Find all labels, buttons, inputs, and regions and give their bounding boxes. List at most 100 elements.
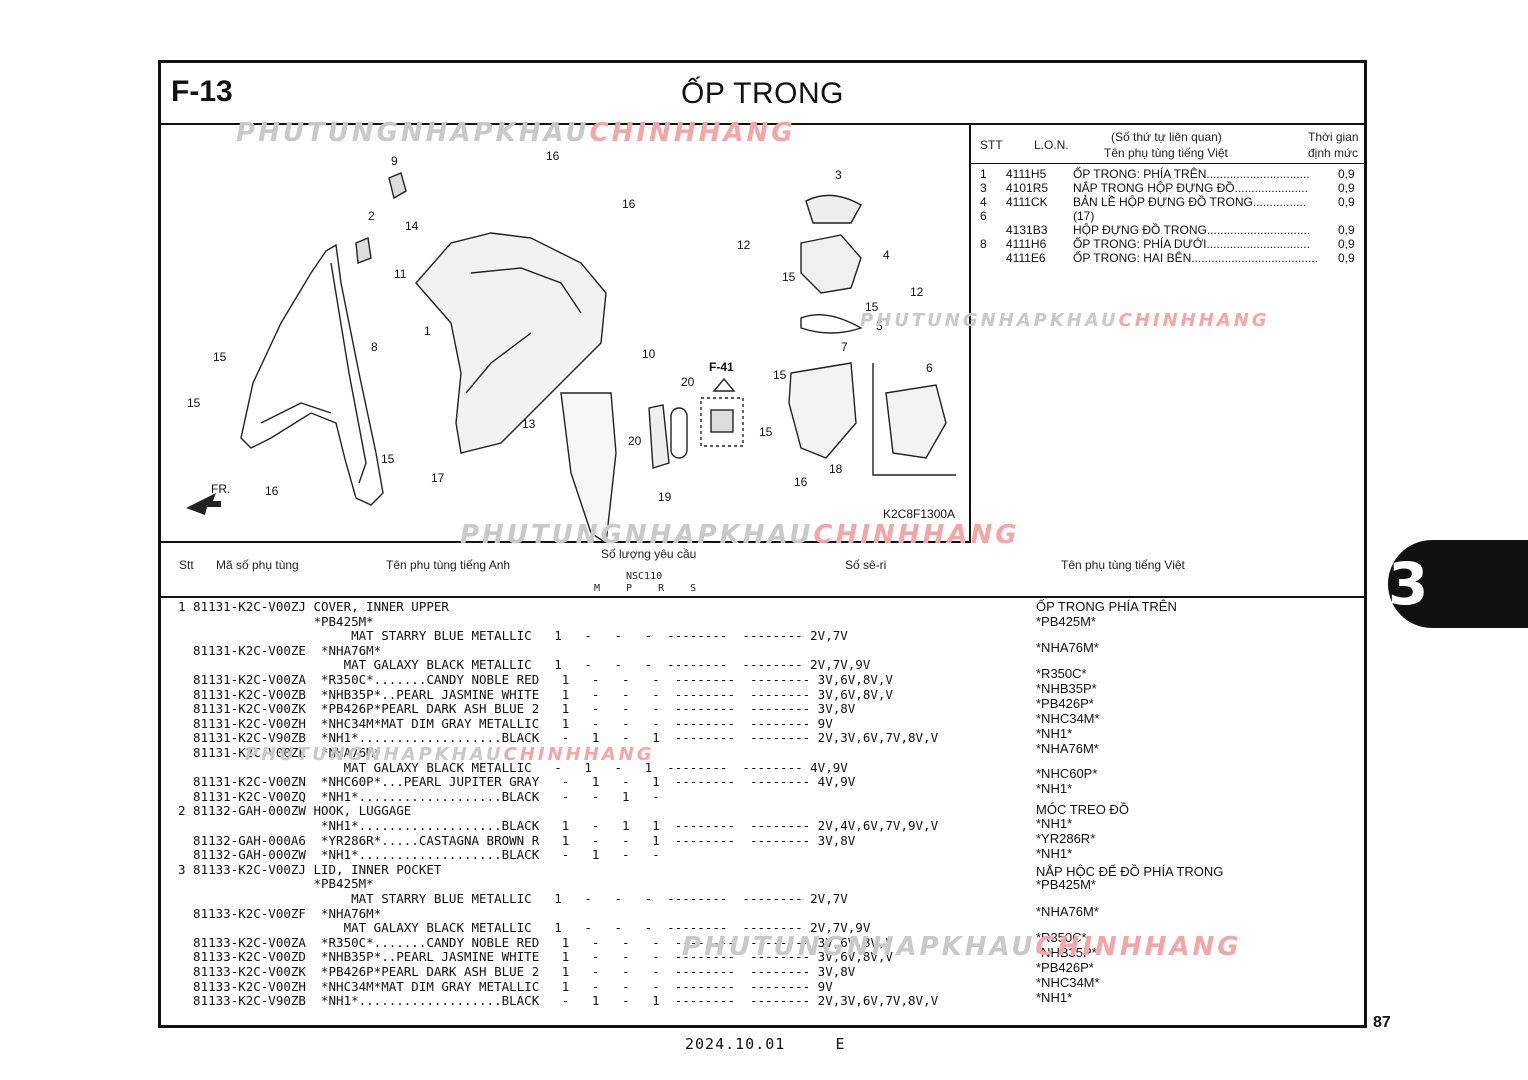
vi-name-line: *NHC34M* (1036, 975, 1100, 990)
callout-number: 2 (368, 209, 375, 223)
labor-cell-name: BẢN LỀ HỘP ĐỰNG ĐỒ TRONG................ (1073, 195, 1307, 209)
parts-line: MAT STARRY BLUE METALLIC 1 - - - -------… (178, 628, 848, 644)
vi-name-line: *PB426P* (1036, 696, 1094, 711)
labor-cell-name: NẮP TRONG HỘP ĐỰNG ĐỒ...................… (1073, 181, 1308, 195)
callout-number: 20 (681, 375, 695, 389)
col-name-bottom: Tên phụ tùng tiếng Việt (1104, 146, 1228, 160)
labor-cell-name: (17) (1073, 209, 1095, 223)
labor-cell-name: HỘP ĐỰNG ĐỒ TRONG.......................… (1073, 223, 1311, 237)
labor-cell-stt: 1 (980, 167, 987, 181)
col-stt: STT (980, 138, 1003, 152)
callout-number: 14 (405, 219, 419, 233)
section-code: F-13 (171, 75, 233, 108)
col-serial-header: Số sê-ri (845, 558, 887, 572)
vi-name-line: *R350C* (1036, 930, 1087, 945)
parts-line: 81132-GAH-000ZW *NH1*...................… (178, 847, 660, 863)
labor-time-table: STT L.O.N. (Số thứ tự liên quan) Tên phụ… (971, 123, 1367, 543)
callout-number: 16 (546, 149, 560, 163)
footer-date: 2024.10.01 E (685, 1035, 846, 1053)
parts-line: 3 81133-K2C-V00ZJ LID, INNER POCKET (178, 861, 442, 877)
labor-cell-time: 0,9 (1338, 195, 1355, 209)
page-title: ỐP TRONG (681, 77, 844, 110)
callout-number: 12 (910, 285, 924, 299)
callout-number: 8 (371, 340, 378, 354)
vi-name-line: ỐP TRONG PHÍA TRÊN (1036, 599, 1177, 614)
labor-cell-lon: 4111H6 (1006, 237, 1047, 251)
page-header: F-13 ỐP TRONG (161, 63, 1364, 125)
labor-cell-stt: 6 (980, 209, 987, 223)
col-partno-header: Mã số phụ tùng (216, 558, 299, 572)
labor-cell-lon: 4111E6 (1006, 251, 1046, 265)
col-name-top: (Số thứ tự liên quan) (1111, 130, 1222, 144)
section-tab: 3 (1388, 540, 1528, 628)
callout-number: 15 (759, 425, 773, 439)
vi-name-line: *R350C* (1036, 666, 1087, 681)
watermark: PHUTUNGNHAPKHAUCHINHHANG (860, 310, 1270, 331)
labor-cell-lon: 4111CK (1006, 195, 1048, 209)
callout-number: 16 (794, 475, 808, 489)
col-stt-header: Stt (179, 558, 194, 572)
labor-cell-name: ỐP TRONG: PHÍA TRÊN.....................… (1073, 167, 1310, 181)
vi-name-line: *NH1* (1036, 781, 1073, 796)
parts-line: MAT GALAXY BLACK METALLIC 1 - - - ------… (178, 657, 871, 673)
parts-list-vietnamese: ỐP TRONG PHÍA TRÊN *PB425M* *NHA76M* *R3… (161, 599, 1361, 1019)
diagram-code: K2C8F1300A (883, 507, 955, 521)
callout-number: 12 (737, 238, 751, 252)
callout-number: 15 (865, 300, 879, 314)
parts-line: 81131-K2C-V00ZK *PB426P*PEARL DARK ASH B… (178, 701, 856, 717)
parts-line: 81131-K2C-V00ZE *NHA76M* (178, 642, 382, 658)
model-label: NSC110 (626, 571, 663, 582)
callout-number: 15 (213, 350, 227, 364)
vi-name-line: *PB425M* (1036, 614, 1096, 629)
page-number: 87 (1373, 1014, 1391, 1031)
vi-name-line: *YR286R* (1036, 831, 1096, 846)
parts-line: 81133-K2C-V00ZH *NHC34M*MAT DIM GRAY MET… (178, 978, 833, 994)
parts-line: 1 81131-K2C-V00ZJ COVER, INNER UPPER (178, 599, 449, 614)
vi-name-line: *NHB35P* (1036, 945, 1097, 960)
parts-line: *NH1*...................BLACK 1 - 1 1 --… (178, 818, 939, 833)
parts-line: 81131-K2C-V90ZB *NH1*...................… (178, 730, 939, 746)
front-label: FR. (211, 482, 230, 496)
watermark: PHUTUNGNHAPKHAUCHINHHANG (682, 932, 1242, 962)
callout-number: 15 (381, 452, 395, 466)
col-time-top: Thời gian (1308, 130, 1359, 144)
front-arrow-icon (186, 493, 221, 515)
vi-name-line: *NHA76M* (1036, 741, 1099, 756)
col-time-bottom: định mức (1308, 146, 1359, 160)
labor-cell-time: 0,9 (1338, 223, 1355, 237)
vi-name-line: *NH1* (1036, 726, 1073, 741)
labor-cell-lon: 4111H5 (1006, 167, 1047, 181)
catalog-page-frame: F-13 ỐP TRONG (158, 60, 1367, 1028)
parts-line: 81131-K2C-V00ZH *NHC34M*MAT DIM GRAY MET… (178, 715, 833, 731)
parts-line: MAT GALAXY BLACK METALLIC - 1 - 1 ------… (178, 759, 848, 775)
callout-number: 11 (394, 267, 407, 281)
callout-number: 16 (622, 197, 636, 211)
callout-number: 1 (424, 324, 431, 338)
callout-number: 20 (628, 434, 642, 448)
callout-number: 9 (391, 154, 398, 168)
parts-line: 81131-K2C-V00ZE *NHA76M* (178, 745, 382, 760)
vi-name-line: *NHA76M* (1036, 904, 1099, 919)
labor-cell-lon: 4131B3 (1006, 223, 1048, 237)
col-lon: L.O.N. (1034, 138, 1069, 152)
vi-name-line: *NHC60P* (1036, 766, 1098, 781)
col-m: M (594, 583, 601, 594)
labor-cell-lon: 4101R5 (1006, 181, 1049, 195)
parts-line: *PB425M* (178, 613, 374, 629)
parts-line: 81133-K2C-V00ZK *PB426P*PEARL DARK ASH B… (178, 964, 856, 979)
col-p: P (626, 583, 633, 594)
vi-name-line: *PB426P* (1036, 960, 1094, 975)
parts-line: 81131-K2C-V00ZA *R350C*.......CANDY NOBL… (178, 672, 893, 687)
callout-number: 18 (829, 462, 843, 476)
parts-line: 81132-GAH-000A6 *YR286R*.....CASTAGNA BR… (178, 832, 856, 848)
callout-number: 6 (926, 361, 933, 375)
col-r: R (658, 583, 665, 594)
parts-line: MAT GALAXY BLACK METALLIC 1 - - - ------… (178, 920, 871, 936)
vi-name-line: *NH1* (1036, 846, 1073, 861)
col-name-vi-header: Tên phụ tùng tiếng Việt (1061, 558, 1185, 572)
labor-cell-stt: 8 (980, 237, 987, 251)
callout-number: 15 (773, 368, 787, 382)
parts-line: 81133-K2C-V00ZF *NHA76M* (178, 905, 382, 921)
